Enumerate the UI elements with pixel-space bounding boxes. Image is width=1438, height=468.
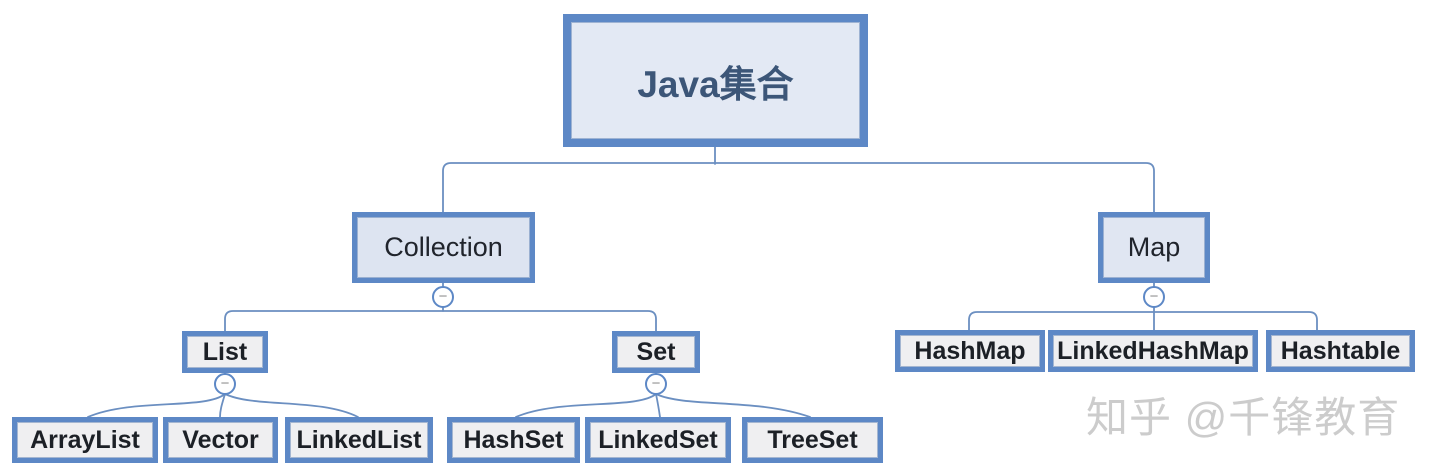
node-hashset[interactable]: HashSet <box>447 417 580 463</box>
node-hashmap[interactable]: HashMap <box>895 330 1045 372</box>
node-linkedlist[interactable]: LinkedList <box>285 417 433 463</box>
connector-list-to-arraylist <box>87 393 226 418</box>
node-treeset[interactable]: TreeSet <box>742 417 883 463</box>
collapse-icon-collection[interactable]: − <box>432 286 454 308</box>
connector-root-to-collection-and-map <box>442 162 1155 213</box>
node-java-collections[interactable]: Java集合 <box>563 14 868 147</box>
node-arraylist[interactable]: ArrayList <box>12 417 158 463</box>
connector-set-to-treeset <box>655 393 811 418</box>
node-vector[interactable]: Vector <box>163 417 278 463</box>
node-hashtable[interactable]: Hashtable <box>1266 330 1415 372</box>
node-linkedhashmap[interactable]: LinkedHashMap <box>1048 330 1258 372</box>
collapse-icon-set[interactable]: − <box>645 373 667 395</box>
collapse-icon-map[interactable]: − <box>1143 286 1165 308</box>
connector-set-to-hashset <box>515 393 657 418</box>
connector-map-to-children <box>968 311 1318 331</box>
collapse-icon-list[interactable]: − <box>214 373 236 395</box>
node-collection[interactable]: Collection <box>352 212 535 283</box>
node-list[interactable]: List <box>182 331 268 373</box>
node-map[interactable]: Map <box>1098 212 1210 283</box>
connector-collection-to-list-and-set <box>224 310 657 332</box>
connector-list-to-linkedlist <box>224 393 359 418</box>
node-linkedset[interactable]: LinkedSet <box>585 417 731 463</box>
connector-list-to-vector <box>219 393 226 418</box>
connector-set-to-linkedset <box>655 393 661 418</box>
node-set[interactable]: Set <box>612 331 700 373</box>
zhihu-watermark: 知乎 @千锋教育 <box>1086 394 1401 441</box>
